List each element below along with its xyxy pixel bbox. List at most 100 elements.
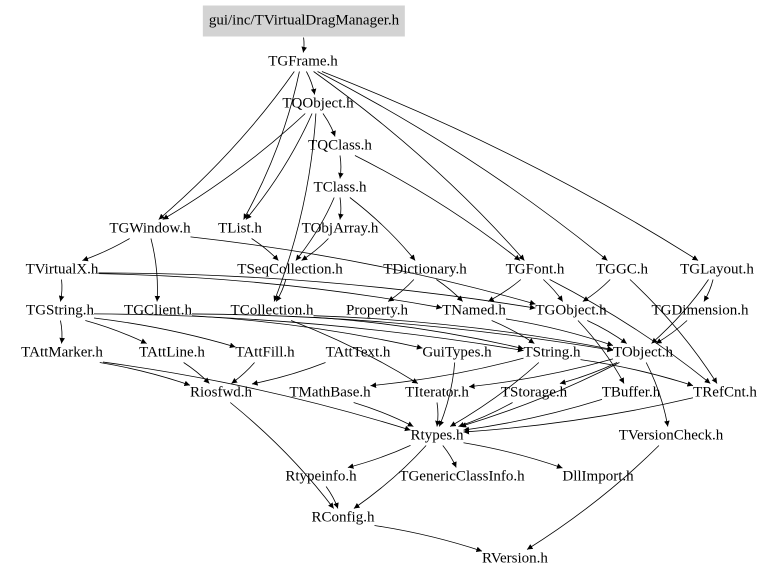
node-riosfwd[interactable]: Riosfwd.h	[189, 384, 253, 401]
edge-tbuffer-to-rtypes	[463, 399, 603, 433]
node-tseqcollection[interactable]: TSeqCollection.h	[237, 261, 343, 278]
edge-tstring-to-tmathbase	[370, 357, 524, 388]
edge-tcollection-to-tstring	[313, 316, 524, 351]
node-trefcnt[interactable]: TRefCnt.h	[693, 384, 757, 401]
edge-tseqcollection-to-tcollection	[275, 279, 287, 302]
edge-rtypeinfo-to-rconfig	[325, 486, 339, 509]
edge-tattmarker-to-rtypes	[102, 361, 411, 432]
node-tgclient[interactable]: TGClient.h	[124, 302, 192, 319]
edge-tvirtualx-to-tgobject	[98, 272, 536, 311]
node-dllimport[interactable]: DllImport.h	[562, 468, 634, 485]
edge-tgfont-to-tgobject	[543, 279, 563, 302]
node-rversion[interactable]: RVersion.h	[482, 550, 548, 567]
edge-tgdimension-to-tobject	[655, 320, 688, 344]
node-tnamed[interactable]: TNamed.h	[442, 302, 506, 319]
node-tbuffer[interactable]: TBuffer.h	[601, 384, 661, 401]
edge-tgframe-to-tlist	[243, 71, 300, 220]
node-tqobject[interactable]: TQObject.h	[282, 95, 354, 112]
edge-tgstring-to-tstring	[93, 313, 524, 353]
edge-tstring-to-trefcnt	[580, 359, 694, 387]
edge-rtypes-to-dllimport	[463, 442, 563, 469]
node-tgstring[interactable]: TGString.h	[26, 302, 94, 319]
edge-tclass-to-tseqcollection	[295, 197, 335, 261]
edge-tqclass-to-tclass	[338, 155, 344, 179]
edge-tattfill-to-riosfwd	[231, 362, 255, 384]
node-rconfig[interactable]: RConfig.h	[311, 509, 375, 526]
node-tobjarray[interactable]: TObjArray.h	[301, 220, 379, 237]
node-tatttext[interactable]: TAttText.h	[325, 344, 391, 361]
node-tggc[interactable]: TGGC.h	[595, 261, 649, 278]
edge-tobject-to-rtypes	[460, 362, 620, 428]
edge-tdictionary-to-tnamed	[436, 279, 463, 302]
edge-tqobject-to-tlist	[245, 113, 313, 220]
node-tattmarker[interactable]: TAttMarker.h	[21, 344, 103, 361]
node-tmathbase[interactable]: TMathBase.h	[289, 384, 371, 401]
node-tversioncheck[interactable]: TVersionCheck.h	[618, 427, 724, 444]
edge-tlist-to-tseqcollection	[251, 238, 279, 261]
node-tgobject[interactable]: TGObject.h	[535, 302, 607, 319]
edge-tmathbase-to-rtypes	[353, 402, 414, 427]
edge-tgstring-to-tattmarker	[59, 320, 65, 344]
edge-rtypes-to-rconfig	[353, 445, 427, 509]
edge-tobjarray-to-tseqcollection	[301, 238, 329, 261]
edge-tgobject-to-tbuffer	[577, 320, 625, 384]
node-tlist[interactable]: TList.h	[218, 220, 262, 237]
node-tgenericclassinfo[interactable]: TGenericClassInfo.h	[399, 468, 525, 485]
node-rtypes[interactable]: Rtypes.h	[410, 427, 464, 444]
node-tgframe[interactable]: TGFrame.h	[268, 53, 338, 70]
edge-rtypes-to-rtypeinfo	[347, 445, 411, 469]
node-tstring[interactable]: TString.h	[523, 344, 581, 361]
node-tgwindow[interactable]: TGWindow.h	[109, 220, 191, 237]
edge-tdictionary-to-property	[387, 279, 415, 302]
edge-tcollection-to-titerator	[290, 320, 419, 384]
node-root[interactable]: gui/inc/TVirtualDragManager.h	[202, 5, 406, 37]
edge-tglayout-to-tgdimension	[703, 279, 714, 302]
node-tcollection[interactable]: TCollection.h	[230, 302, 314, 319]
node-tqclass[interactable]: TQClass.h	[308, 137, 372, 154]
edge-tqobject-to-tqclass	[322, 113, 336, 137]
edge-tgstring-to-tattfill	[93, 317, 236, 349]
edge-tobject-to-titerator	[468, 358, 614, 389]
edge-tgframe-to-tglayout	[321, 71, 699, 261]
node-tgfont[interactable]: TGFont.h	[505, 261, 565, 278]
edge-tstring-to-rtypes	[449, 362, 540, 427]
edge-rtypes-to-tgenericclassinfo	[442, 445, 457, 468]
edge-tgframe-to-tgfont	[313, 71, 525, 261]
node-tclass[interactable]: TClass.h	[313, 179, 367, 196]
edge-tgwindow-to-tgobject	[190, 236, 536, 306]
node-tgdimension[interactable]: TGDimension.h	[651, 302, 749, 319]
edge-tobject-to-tstorage	[559, 362, 618, 385]
node-tattfill[interactable]: TAttFill.h	[235, 344, 295, 361]
edge-guitypes-to-rtypes	[438, 362, 456, 427]
node-rtypeinfo[interactable]: Rtypeinfo.h	[285, 468, 357, 485]
edge-tqobject-to-tgwindow	[162, 113, 306, 220]
edge-tggc-to-tgobject	[582, 279, 611, 302]
node-tglayout[interactable]: TGLayout.h	[680, 261, 754, 278]
edge-tattline-to-riosfwd	[183, 362, 210, 384]
edge-tgframe-to-tqobject	[306, 71, 317, 95]
node-guitypes[interactable]: GuiTypes.h	[422, 344, 492, 361]
edge-riosfwd-to-rconfig	[230, 402, 335, 509]
edge-tvirtualx-to-tgstring	[58, 279, 65, 302]
edge-tobject-to-tversioncheck	[645, 362, 670, 427]
node-titerator[interactable]: TIterator.h	[405, 384, 469, 401]
edge-tglayout-to-tobject	[651, 279, 709, 344]
node-tstorage[interactable]: TStorage.h	[500, 384, 568, 401]
edge-tversioncheck-to-rversion	[526, 445, 660, 550]
edge-tattmarker-to-riosfwd	[99, 362, 191, 387]
node-tvirtualx[interactable]: TVirtualX.h	[25, 261, 99, 278]
node-property[interactable]: Property.h	[346, 302, 408, 319]
node-tdictionary[interactable]: TDictionary.h	[383, 261, 467, 278]
edge-root-to-tgframe	[301, 37, 308, 53]
edge-tgobject-to-tobject	[587, 320, 627, 344]
node-tobject[interactable]: TObject.h	[612, 344, 674, 361]
node-tattline[interactable]: TAttLine.h	[139, 344, 205, 361]
edge-tvirtualx-to-tnamed	[98, 273, 443, 310]
edge-tgstring-to-tattline	[85, 320, 147, 344]
edge-tgclient-to-guitypes	[191, 315, 423, 350]
edge-titerator-to-rtypes	[435, 402, 441, 427]
edge-tgframe-to-tgwindow	[158, 71, 295, 220]
edge-tgfont-to-trefcnt	[549, 279, 711, 384]
